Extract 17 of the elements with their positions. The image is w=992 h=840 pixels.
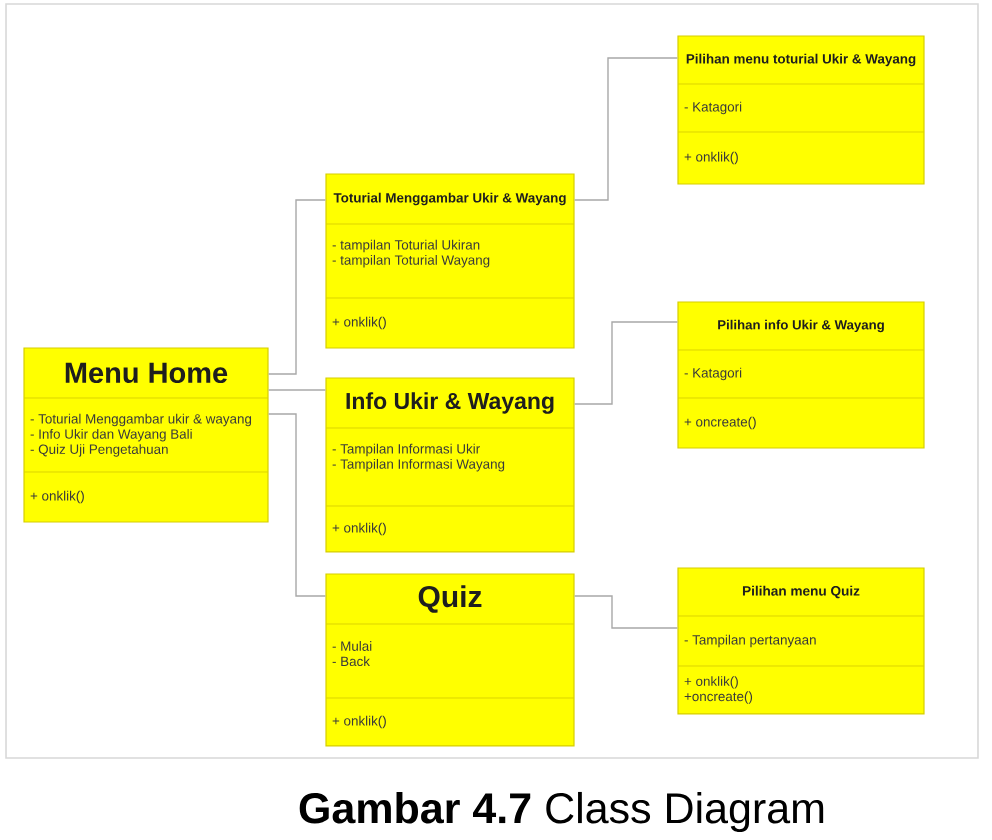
- connector-line: [573, 321, 679, 405]
- connector-line: [267, 199, 327, 375]
- class-box: [325, 573, 575, 747]
- connector-line: [573, 57, 679, 201]
- class-box: [677, 35, 925, 185]
- class-box: [677, 301, 925, 449]
- class-box: [677, 567, 925, 715]
- class-box: [325, 173, 575, 349]
- connector-line: [267, 389, 327, 391]
- connector-line: [573, 595, 679, 629]
- class-name: Quiz: [418, 585, 482, 613]
- class-box: [23, 347, 269, 523]
- class-box: [325, 377, 575, 553]
- caption: Gambar 4.7 Class Diagram: [299, 791, 824, 833]
- connector-line: [267, 413, 327, 597]
- class-name: Menu Home: [65, 362, 228, 384]
- class-name: Info Ukir & Wayang: [346, 392, 554, 414]
